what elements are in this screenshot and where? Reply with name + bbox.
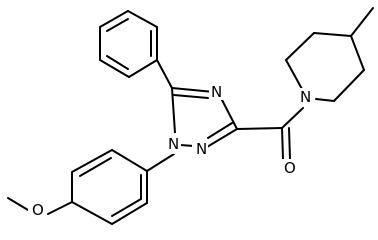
bond <box>350 7 374 37</box>
bond <box>207 122 233 139</box>
svg-text:O: O <box>32 201 44 219</box>
bond <box>236 127 283 130</box>
bond <box>127 10 158 28</box>
svg-text:O: O <box>284 159 296 177</box>
bond <box>315 98 335 102</box>
bond <box>71 201 113 225</box>
atom-label-n-triazole-n1: N <box>165 133 181 154</box>
methoxyphenyl-ring <box>7 149 148 225</box>
bond <box>99 10 129 28</box>
bond <box>173 94 209 99</box>
bond <box>281 107 304 129</box>
molecule-structure: N N N N O O <box>7 7 374 225</box>
bond <box>7 197 29 211</box>
atom-label-n-piperidine: N <box>296 88 312 106</box>
bond <box>111 149 148 172</box>
bond <box>106 55 129 70</box>
bond <box>350 35 365 71</box>
bond <box>333 69 365 102</box>
svg-text:N: N <box>300 88 311 106</box>
atom-label-o-carbonyl: O <box>281 159 298 177</box>
carbonyl-group <box>236 107 304 160</box>
svg-text:N: N <box>196 140 207 158</box>
bond <box>47 201 73 215</box>
bond <box>171 87 215 93</box>
svg-text:N: N <box>211 83 222 101</box>
bond <box>156 59 173 89</box>
bond <box>111 202 148 225</box>
bond <box>146 153 175 172</box>
bond <box>71 149 113 173</box>
bond <box>288 127 291 160</box>
bond <box>281 127 284 160</box>
bond <box>171 87 176 134</box>
bond <box>313 32 352 37</box>
bond <box>220 97 238 130</box>
bond <box>99 59 130 78</box>
phenyl-ring <box>99 10 158 78</box>
bond <box>106 18 129 32</box>
bond <box>128 59 158 78</box>
piperidine-ring <box>285 7 374 102</box>
atom-label-n-triazole-n2: N <box>192 140 208 158</box>
bond <box>111 198 142 217</box>
svg-text:N: N <box>168 135 179 153</box>
bond <box>206 128 238 148</box>
bond <box>285 32 315 61</box>
bond <box>79 157 112 177</box>
atom-label-n-triazole-top: N <box>209 83 223 101</box>
atom-label-o-methoxy: O <box>28 200 46 219</box>
bond <box>285 59 303 90</box>
triazole-ring <box>171 87 238 148</box>
bond <box>179 144 195 147</box>
